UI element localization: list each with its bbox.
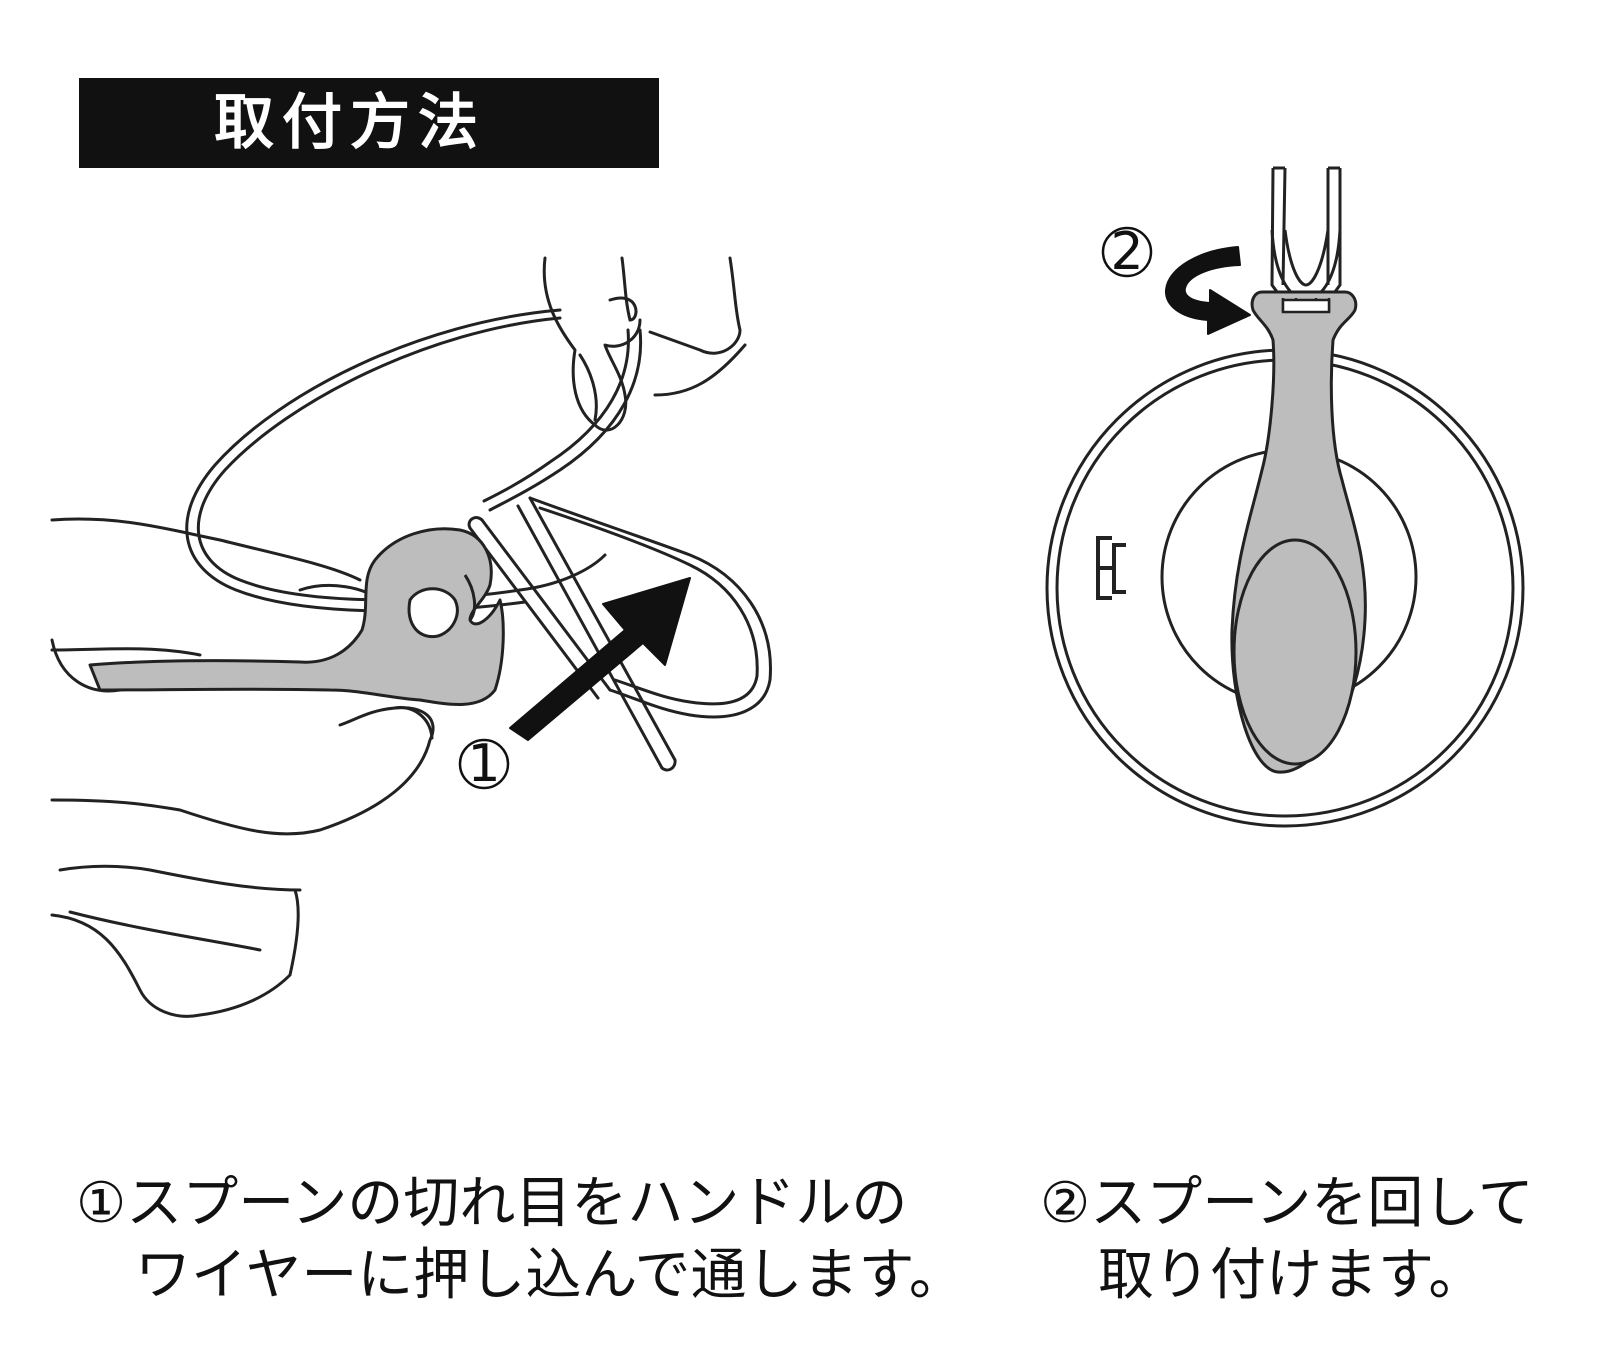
- rotate-arrow: [1164, 246, 1251, 335]
- step1-spoon: [88, 527, 505, 706]
- handle-wire: [488, 328, 643, 512]
- lid-marking: [1096, 536, 1126, 600]
- step1-marker-circle: [458, 738, 510, 790]
- lower-hand: [50, 517, 435, 1018]
- page-title: 取付方法: [214, 88, 486, 158]
- push-arrow: [509, 577, 691, 741]
- upper-hand: [542, 256, 747, 432]
- handle-bar: [516, 496, 677, 770]
- step2-caption-line2: 取り付けます。: [1098, 1243, 1485, 1308]
- step2-caption-line1: ②スプーンを回して: [1040, 1171, 1534, 1236]
- step2-marker-circle: [1101, 226, 1153, 278]
- step2-caption: ②スプーンを回して 取り付けます。: [1040, 1168, 1534, 1312]
- step2-marker: 2: [1110, 222, 1143, 282]
- step1-caption-line2: ワイヤーに押し込んで通します。: [135, 1243, 965, 1308]
- step1-caption: ①スプーンの切れ目をハンドルの ワイヤーに押し込んで通します。: [76, 1168, 965, 1312]
- title-bar: 取付方法: [79, 78, 659, 168]
- step1-caption-line1: ①スプーンの切れ目をハンドルの: [76, 1171, 908, 1236]
- step1-marker: 1: [467, 734, 500, 794]
- step2-spoon: [1230, 166, 1367, 774]
